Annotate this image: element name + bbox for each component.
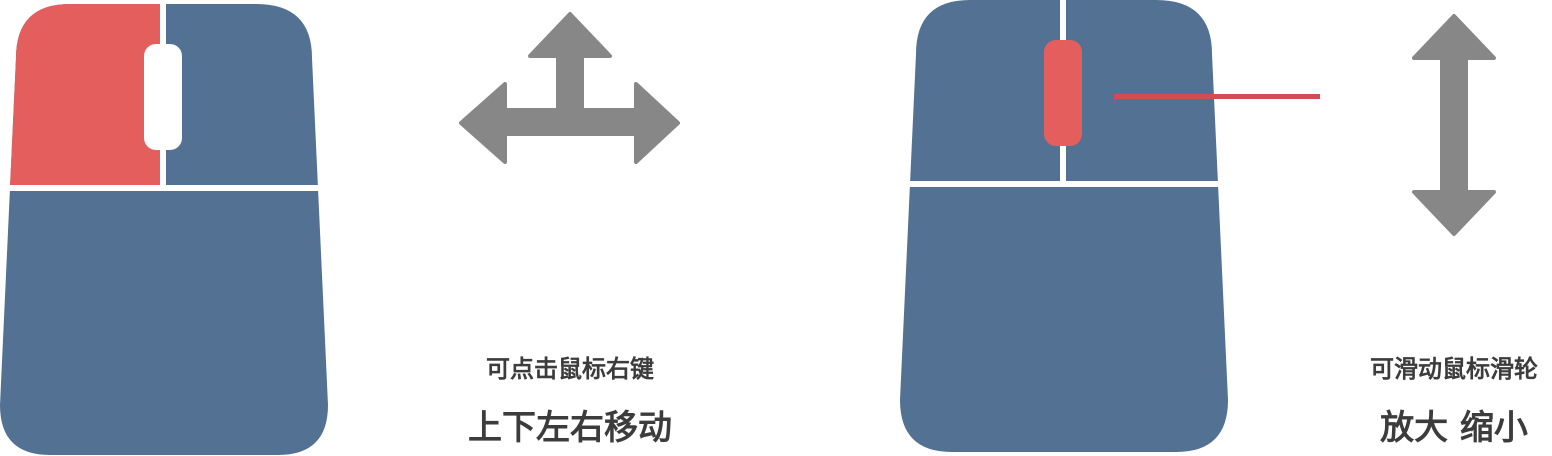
right-caption-action: 可滑动鼠标滑轮 (1370, 355, 1538, 383)
right-mouse (898, 0, 1320, 452)
left-mouse-scroll-wheel (144, 44, 182, 150)
left-mouse-highlighted-button (10, 4, 161, 186)
right-mouse-scroll-wheel (1044, 40, 1082, 146)
left-mouse (0, 0, 330, 455)
scroll-wheel-pointer-line (1114, 94, 1320, 99)
right-caption-effect: 放大 缩小 (1380, 408, 1528, 448)
vertical-arrows-icon (1412, 14, 1496, 236)
move-arrows-icon (459, 12, 680, 164)
left-caption-action: 可点击鼠标右键 (486, 355, 654, 383)
left-caption-effect: 上下左右移动 (468, 408, 672, 448)
right-mouse-body (900, 0, 1228, 452)
